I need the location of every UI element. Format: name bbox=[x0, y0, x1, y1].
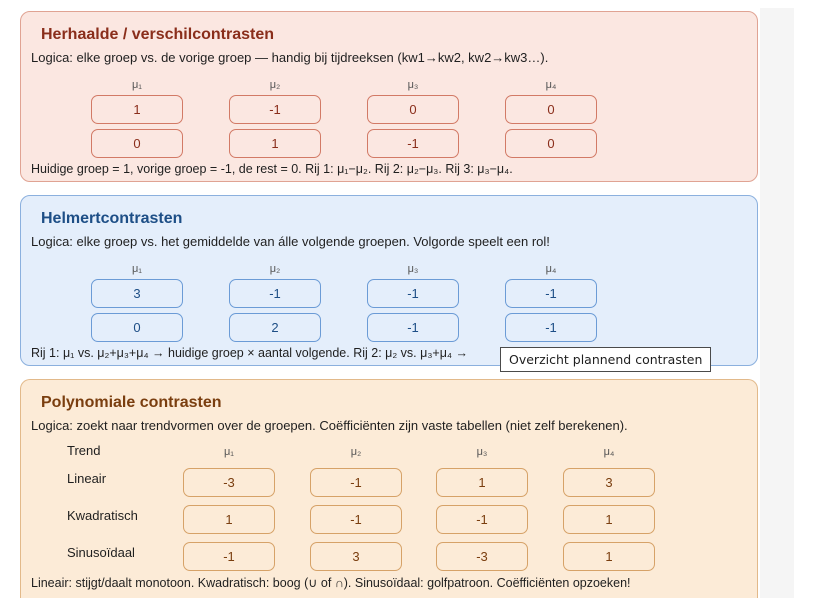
header-mu2: μ₂ bbox=[269, 79, 281, 91]
coef-cell: 1 bbox=[563, 542, 655, 571]
note-text: Lineair: stijgt/daalt monotoon. Kwadrati… bbox=[31, 576, 631, 590]
header-mu2: μ₂ bbox=[350, 446, 362, 458]
card-helmert: Helmertcontrasten Logica: elke groep vs.… bbox=[20, 195, 758, 366]
header-mu2: μ₂ bbox=[269, 263, 281, 275]
card-title: Polynomiale contrasten bbox=[41, 394, 222, 411]
coef-cell: 0 bbox=[91, 313, 183, 342]
header-mu1: μ₁ bbox=[223, 446, 235, 458]
coef-cell: -1 bbox=[310, 505, 402, 534]
logic-text: Logica: elke groep vs. de vorige groep —… bbox=[31, 50, 549, 65]
trend-header: Trend bbox=[67, 443, 101, 458]
note-text: Huidige groep = 1, vorige groep = -1, de… bbox=[31, 162, 513, 176]
scroll-area-strip bbox=[760, 8, 794, 598]
tooltip: Overzicht plannend contrasten bbox=[500, 347, 712, 372]
coef-cell: -1 bbox=[310, 468, 402, 497]
coef-cell: 1 bbox=[91, 95, 183, 124]
coef-cell: 0 bbox=[505, 129, 597, 158]
trend-label-kwadratisch: Kwadratisch bbox=[67, 508, 138, 523]
logic-text: Logica: elke groep vs. het gemiddelde va… bbox=[31, 234, 550, 249]
coef-cell: -1 bbox=[367, 129, 459, 158]
card-title: Helmertcontrasten bbox=[41, 210, 183, 227]
header-mu3: μ₃ bbox=[407, 263, 419, 275]
trend-label-lineair: Lineair bbox=[67, 471, 107, 486]
coef-cell: -1 bbox=[505, 279, 597, 308]
coef-cell: 0 bbox=[91, 129, 183, 158]
header-mu4: μ₄ bbox=[545, 79, 557, 91]
trend-label-sinusoidaal: Sinusoïdaal bbox=[67, 545, 135, 560]
header-mu1: μ₁ bbox=[131, 263, 143, 275]
header-mu3: μ₃ bbox=[407, 79, 419, 91]
coef-cell: -1 bbox=[183, 542, 275, 571]
coef-cell: 1 bbox=[436, 468, 528, 497]
coef-cell: -1 bbox=[505, 313, 597, 342]
header-mu3: μ₃ bbox=[476, 446, 488, 458]
header-mu4: μ₄ bbox=[545, 263, 557, 275]
coef-cell: 0 bbox=[505, 95, 597, 124]
coef-cell: 0 bbox=[367, 95, 459, 124]
coef-cell: -3 bbox=[183, 468, 275, 497]
coef-cell: 1 bbox=[563, 505, 655, 534]
coef-cell: -1 bbox=[367, 313, 459, 342]
coef-cell: -1 bbox=[367, 279, 459, 308]
logic-text: Logica: zoekt naar trendvormen over de g… bbox=[31, 418, 628, 433]
coef-cell: 1 bbox=[229, 129, 321, 158]
coef-cell: -1 bbox=[229, 95, 321, 124]
note-text: Rij 1: μ₁ vs. μ₂+μ₃+μ₄ → huidige groep ×… bbox=[31, 346, 468, 360]
coef-cell: -1 bbox=[229, 279, 321, 308]
coef-cell: -1 bbox=[436, 505, 528, 534]
header-mu4: μ₄ bbox=[603, 446, 615, 458]
card-title: Herhaalde / verschilcontrasten bbox=[41, 26, 274, 43]
coef-cell: 2 bbox=[229, 313, 321, 342]
card-herhaalde: Herhaalde / verschilcontrasten Logica: e… bbox=[20, 11, 758, 182]
coef-cell: 3 bbox=[563, 468, 655, 497]
coef-cell: -3 bbox=[436, 542, 528, 571]
coef-cell: 3 bbox=[310, 542, 402, 571]
coef-cell: 1 bbox=[183, 505, 275, 534]
coef-cell: 3 bbox=[91, 279, 183, 308]
header-mu1: μ₁ bbox=[131, 79, 143, 91]
card-polynomiaal: Polynomiale contrasten Logica: zoekt naa… bbox=[20, 379, 758, 598]
